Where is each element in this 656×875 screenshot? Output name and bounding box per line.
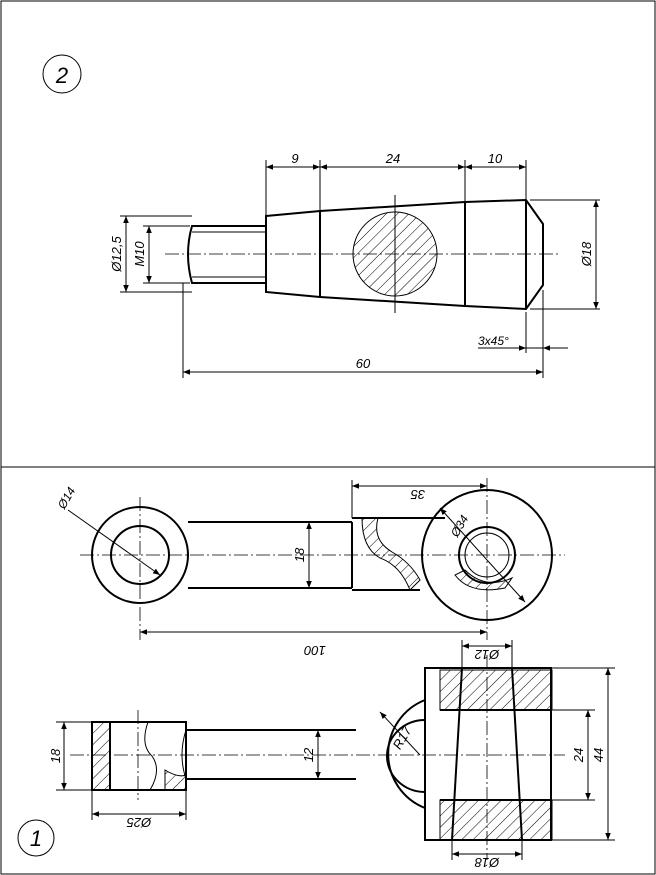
dim-12: 12 [301,747,316,762]
dim-dia-18: Ø18 [579,241,594,267]
dim-dia-12: Ø12 [474,647,500,662]
panel-2-dimension-lines [123,164,599,375]
panel-2-number-circle [42,54,82,94]
panel-1-number: 1 [30,826,42,851]
dim-dia-25: Ø25 [126,815,152,830]
dim-dia-14: Ø14 [54,484,78,512]
dim-thread-m10: M10 [132,241,147,267]
panel-2: 2 [42,54,600,378]
panel-2-number: 2 [55,63,68,88]
dim-18-top: 18 [292,547,307,562]
dim-chamfer: 3x45° [478,334,509,348]
panel-1-frame [0,466,656,875]
lever-front-view [70,655,565,860]
dim-dia-34: Ø34 [447,512,471,540]
panel-1-front-dimension-lines [56,640,615,860]
panel-1-top-dimension-lines [67,480,526,635]
dim-35: 35 [410,487,425,502]
dim-24: 24 [385,151,400,166]
handle-part-outline [165,195,560,313]
dim-9: 9 [291,151,298,166]
dim-18-bottom: 18 [48,748,63,763]
panel-2-frame [0,0,656,468]
panel-1: 1 [17,478,615,870]
dim-dia-18-bottom: Ø18 [474,855,500,870]
lever-top-view [80,478,565,640]
dim-10: 10 [488,151,503,166]
dim-r17: R17 [390,723,415,752]
dim-dia-12-5: Ø12,5 [109,236,124,273]
dim-44: 44 [591,748,606,762]
dim-60: 60 [356,356,371,371]
dim-24: 24 [571,748,586,763]
panel-1-number-circle [17,819,55,857]
dim-100: 100 [303,643,325,658]
